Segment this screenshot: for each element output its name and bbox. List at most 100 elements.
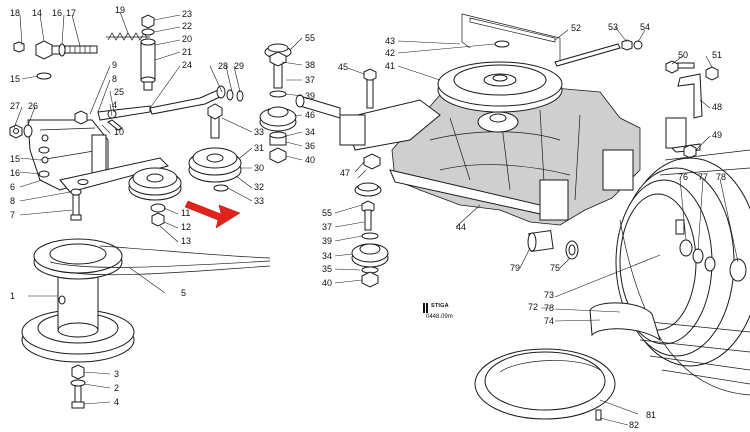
callout-33-top: 33: [254, 127, 264, 137]
callout-55-top: 55: [305, 33, 315, 43]
callout-labels: 18 14 16 17 19 23 22 20 21 24 15 9 8 25 …: [10, 5, 726, 430]
drawing-code: 0448.09m: [426, 314, 453, 320]
callout-81: 81: [646, 410, 656, 420]
drive-pulley: [21, 238, 135, 363]
callout-18: 18: [10, 8, 20, 18]
callout-34-top: 34: [305, 127, 315, 137]
tyre-strip: [589, 302, 661, 342]
callout-26: 26: [28, 101, 38, 111]
callout-22: 22: [182, 21, 192, 31]
callout-24: 24: [182, 60, 192, 70]
callout-3: 3: [114, 369, 119, 379]
red-pointer-arrow: [184, 200, 241, 229]
manufacturer-logo: STIGA 0448.09m: [423, 303, 469, 325]
callout-53: 53: [608, 22, 618, 32]
callout-38: 38: [305, 60, 315, 70]
callout-2: 2: [114, 383, 119, 393]
bolt-14: [13, 40, 98, 80]
callout-6: 6: [10, 182, 15, 192]
callout-31: 31: [254, 143, 264, 153]
callout-40-top: 40: [305, 155, 315, 165]
callout-37: 37: [322, 222, 332, 232]
callout-34: 34: [322, 251, 332, 261]
callout-8-top: 8: [112, 74, 117, 84]
callout-1: 1: [10, 291, 15, 301]
callout-12: 12: [181, 222, 191, 232]
callout-52: 52: [571, 23, 581, 33]
callout-25: 25: [114, 87, 124, 97]
idler-pulley-left: [128, 167, 182, 227]
callout-27: 27: [10, 101, 20, 111]
callout-50: 50: [678, 50, 688, 60]
idler-pulley-right: [188, 103, 242, 192]
callout-15-top: 15: [10, 74, 20, 84]
callout-21: 21: [182, 47, 192, 57]
callout-46: 46: [305, 110, 315, 120]
bracket-48: [665, 60, 719, 159]
callout-33: 33: [254, 196, 264, 206]
rod-52: [554, 39, 643, 67]
bolt-7: [70, 179, 89, 221]
callout-5: 5: [181, 288, 186, 298]
callout-13: 13: [181, 236, 191, 246]
callout-41: 41: [385, 61, 395, 71]
callout-29: 29: [234, 61, 244, 71]
callout-40: 40: [322, 278, 332, 288]
callout-48: 48: [712, 102, 722, 112]
rear-wheel: [615, 149, 750, 396]
callout-47: 47: [340, 168, 350, 178]
belt-5: [49, 245, 271, 276]
pulley-stack-upper: [259, 43, 297, 164]
bolt-2: [70, 364, 86, 409]
callout-76: 77: [698, 172, 708, 182]
callout-71: 72: [528, 302, 538, 312]
callout-44: 44: [456, 222, 466, 232]
transaxle-housing: [295, 84, 641, 226]
bolt-45: [363, 68, 377, 109]
belt-guard-43: [461, 13, 561, 60]
callout-45: 45: [338, 62, 348, 72]
callout-4: 4: [112, 100, 117, 110]
callout-35: 35: [322, 264, 332, 274]
tension-arm: [74, 105, 151, 131]
callout-17: 17: [66, 8, 76, 18]
callout-11: 11: [181, 208, 190, 218]
callout-72: 73: [544, 290, 554, 300]
callout-78: 78: [544, 303, 554, 313]
logo-mark-icon: [423, 303, 428, 313]
callout-39-top: 39: [305, 91, 315, 101]
callout-23: 23: [182, 9, 192, 19]
washer-74: [565, 240, 579, 260]
callout-37-top: 37: [305, 75, 315, 85]
leader-lines: [13, 11, 739, 426]
callout-82: 82: [629, 420, 639, 430]
callout-15-mid: 15: [10, 154, 20, 164]
pulley-stack-lower: [351, 182, 389, 288]
callout-51: 51: [712, 50, 722, 60]
logo-brand-text: STIGA: [431, 303, 449, 309]
callout-36: 36: [305, 141, 315, 151]
transaxle-pulley-41: [437, 61, 563, 113]
callout-10: 10: [114, 127, 124, 137]
spacer-21: [140, 14, 156, 91]
callout-19: 19: [115, 5, 125, 15]
callout-73: 74: [544, 316, 554, 326]
callout-4-bottom: 4: [114, 397, 119, 407]
callout-43: 43: [385, 36, 395, 46]
callout-77: 78: [716, 172, 726, 182]
rod-24: [149, 85, 244, 115]
callout-74: 75: [550, 263, 560, 273]
callout-20: 20: [182, 34, 192, 44]
washer-47: [363, 153, 381, 170]
callout-14: 14: [32, 8, 42, 18]
callout-32: 32: [254, 182, 264, 192]
callout-30: 30: [254, 163, 264, 173]
callout-9: 9: [112, 60, 117, 70]
tyre-ring-81: [474, 348, 616, 421]
callout-42: 42: [385, 48, 395, 58]
left-nut-stack: [9, 124, 50, 178]
callout-28: 28: [218, 61, 228, 71]
callout-55: 55: [322, 208, 332, 218]
